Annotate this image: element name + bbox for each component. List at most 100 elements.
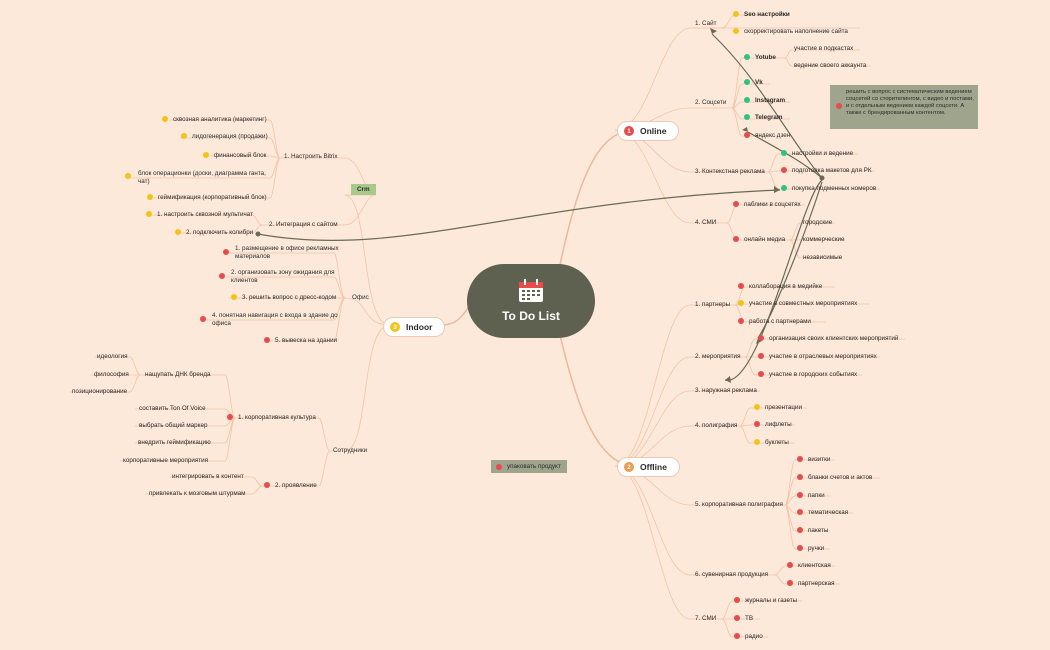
topic-booklets[interactable]: буклеты (765, 439, 789, 446)
topic-leadgen[interactable]: лидогенерация (продажи) (192, 133, 268, 140)
marker-red-icon (797, 474, 803, 480)
marker-yellow-icon (181, 133, 187, 139)
marker-red-icon (227, 414, 233, 420)
topic-seo[interactable]: Seo настройки (744, 11, 790, 18)
topic-commercial[interactable]: коммерческие (803, 236, 845, 243)
topic-independent[interactable]: независимые (803, 254, 843, 261)
topic-events[interactable]: 2. мероприятия (695, 353, 741, 360)
topic-gamification[interactable]: геймификация (корпоративный блок) (158, 194, 267, 201)
note-callout[interactable]: решить с вопрос с систематическим ведени… (830, 85, 978, 129)
topic-culture[interactable]: 1. корпоративная культура (238, 414, 316, 421)
topic-podcasts[interactable]: участие в подкастах (794, 45, 854, 52)
topic-telegram[interactable]: Telegram (755, 114, 783, 121)
topic-souvenir[interactable]: 6. сувенирная продукция (695, 571, 769, 578)
marker-yellow-icon (733, 11, 739, 17)
topic-own-events[interactable]: организация своих клиентских мероприятий (769, 335, 899, 342)
topic-social[interactable]: 2. Соцсети (695, 99, 727, 106)
topic-setup[interactable]: настройки и ведение (792, 150, 854, 157)
topic-common-marker[interactable]: выбрать общий маркер (139, 422, 208, 429)
marker-red-icon (787, 580, 793, 586)
branch-online[interactable]: 1 Online (617, 121, 680, 141)
topic-site[interactable]: 1. Сайт (695, 20, 717, 27)
topic-instagram[interactable]: Instagram (755, 97, 786, 104)
topic-leaflets[interactable]: лифлеты (765, 421, 792, 428)
floating-pack-product[interactable]: упаковать продукт (491, 460, 567, 473)
topic-print[interactable]: 4. полиграфия (695, 422, 738, 429)
topic-brand-dna[interactable]: нащупать ДНК бренда (145, 371, 211, 378)
topic-joint-events[interactable]: участие в совместных мероприятиях (749, 300, 858, 307)
topic-partner-souvenir[interactable]: партнерская (798, 580, 835, 587)
topic-tone-of-voice[interactable]: составить Ton Of Voice (139, 405, 206, 412)
topic-publics[interactable]: паблики в соцсетях (744, 201, 801, 208)
marker-red-icon (734, 615, 740, 621)
marker-red-icon (219, 273, 225, 279)
topic-navigation[interactable]: 4. понятная навигация с входа в здание д… (212, 312, 338, 327)
topic-ideology[interactable]: идеология (97, 353, 128, 360)
topic-implement-gamification[interactable]: внедрить геймификацию (138, 439, 211, 446)
topic-brainstorm[interactable]: привлекать к мозговым штурмам (149, 490, 246, 497)
topic-city[interactable]: городские (803, 219, 833, 226)
topic-signboard[interactable]: 5. вывеска на здании (275, 337, 338, 344)
topic-analytics[interactable]: сквозная аналитика (маркетинг) (173, 116, 267, 123)
branch-indoor[interactable]: 3 Indoor (383, 317, 446, 337)
branch-offline-label: Offline (640, 462, 667, 472)
topic-own-account[interactable]: ведение своего аккаунта (794, 62, 867, 69)
topic-office-ads[interactable]: 1. размещение в офисе рекламных материал… (235, 245, 339, 260)
topic-manifestation[interactable]: 2. проявление (275, 482, 317, 489)
topic-radio[interactable]: радио (745, 633, 763, 640)
marker-green-icon (744, 54, 750, 60)
topic-vk[interactable]: Vk (755, 79, 763, 86)
topic-finance[interactable]: финансовый блок (214, 152, 267, 159)
topic-corp-events[interactable]: корпоративные мероприятия (123, 457, 209, 464)
topic-operations[interactable]: блок операционки (доски, диаграмма ганта… (138, 170, 266, 185)
topic-offline-smi[interactable]: 7. СМИ (695, 615, 717, 622)
topic-office[interactable]: Офис (352, 294, 369, 301)
branch-offline[interactable]: 2 Offline (617, 457, 680, 477)
topic-partners[interactable]: 1. партнеры (695, 301, 731, 308)
topic-context-ads[interactable]: 3. Контекстная реклама (695, 168, 765, 175)
topic-forms[interactable]: бланки счетов и актов (808, 474, 873, 481)
topic-site-integration[interactable]: 2. Интеграция с сайтом (269, 221, 338, 228)
topic-client-souvenir[interactable]: клиентская (798, 562, 831, 569)
marker-yellow-icon (754, 439, 760, 445)
marker-red-icon (797, 456, 803, 462)
note-text: решить с вопрос с систематическим ведени… (846, 89, 974, 116)
topic-city-events[interactable]: участие в городских событиях (769, 371, 858, 378)
topic-youtube[interactable]: Yotube (755, 54, 776, 61)
topic-thematic[interactable]: тематическая (808, 509, 849, 516)
topic-magazines[interactable]: журналы и газеты (745, 597, 798, 604)
topic-layouts[interactable]: подготовка макетов для РК (792, 167, 872, 174)
topic-online-media[interactable]: онлайн медиа (744, 236, 786, 243)
topic-outdoor[interactable]: 3. наружная реклама (695, 387, 757, 394)
central-topic[interactable]: To Do List (467, 264, 595, 338)
topic-partner-work[interactable]: работа с партнерами (749, 318, 811, 325)
topic-folders[interactable]: папки (808, 492, 825, 499)
topic-bitrix[interactable]: 1. Настроить Bitrix (284, 153, 338, 160)
topic-dress-code[interactable]: 3. решить вопрос с дресс-кодом (242, 294, 337, 301)
topic-presentations[interactable]: презентации (765, 404, 803, 411)
topic-pens[interactable]: ручки (808, 545, 825, 552)
topic-industry-events[interactable]: участие в отраслевых мероприятиях (769, 353, 877, 360)
topic-crm[interactable]: Crm (351, 184, 376, 195)
topic-positioning[interactable]: позиционирование (72, 388, 128, 395)
topic-kolibri[interactable]: 2. подключить колибри (186, 229, 254, 236)
branch-indoor-label: Indoor (406, 322, 433, 332)
marker-red-icon (781, 167, 787, 173)
topic-multichat[interactable]: 1. настроить сквозной мультичат (157, 211, 253, 218)
topic-yandex-zen[interactable]: яндекс дзен (755, 132, 791, 139)
topic-numbers[interactable]: покупка подменных номеров (792, 185, 877, 192)
topic-corp-print[interactable]: 5. корпоративная полиграфия (695, 501, 783, 508)
topic-waiting-zone[interactable]: 2. организовать зону ожидания для клиент… (231, 269, 335, 284)
topic-philosophy[interactable]: философия (94, 371, 129, 378)
topic-online-smi[interactable]: 4. СМИ (695, 219, 717, 226)
marker-red-icon (733, 201, 739, 207)
topic-site-content[interactable]: скорректировать наполнение сайта (744, 28, 848, 35)
topic-business-cards[interactable]: визитки (808, 456, 831, 463)
topic-bags[interactable]: пакеты (808, 527, 829, 534)
marker-red-icon (200, 316, 206, 322)
topic-content-integrate[interactable]: интегрировать в контент (172, 473, 244, 480)
topic-staff[interactable]: Сотрудники (333, 447, 368, 454)
topic-collab[interactable]: коллаборация в медийке (749, 283, 823, 290)
topic-tv[interactable]: ТВ (745, 615, 754, 622)
